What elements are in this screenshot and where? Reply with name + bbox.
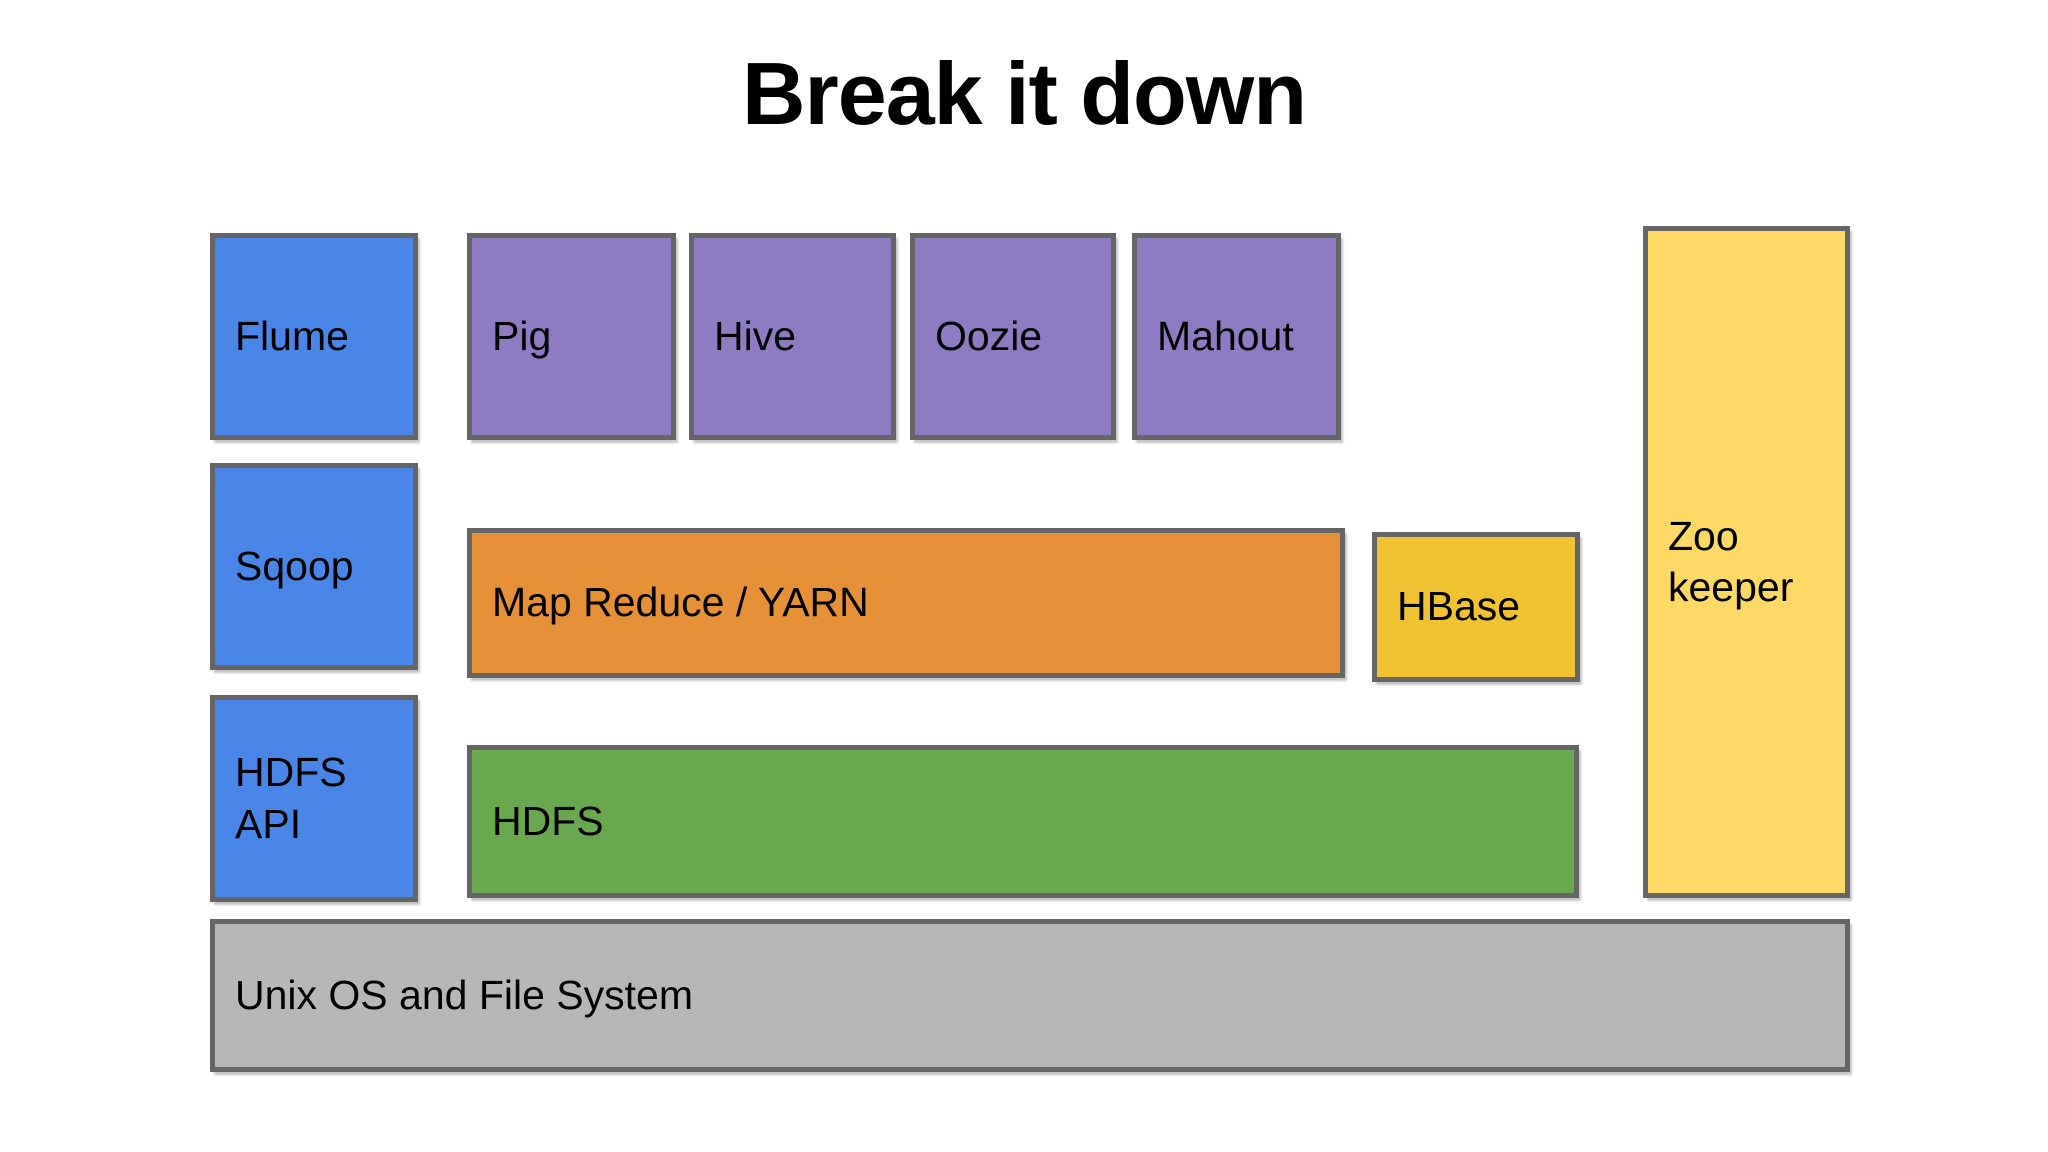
box-pig-label: Pig <box>492 312 552 359</box>
box-flume-label: Flume <box>235 312 349 359</box>
box-hbase-label: HBase <box>1397 583 1521 630</box>
slide-title: Break it down <box>742 44 1307 143</box>
box-zookeeper-line1: Zoo <box>1668 512 1739 559</box>
box-hive-label: Hive <box>714 312 797 359</box>
box-zookeeper: Zoo keeper <box>1643 226 1850 898</box>
box-flume: Flume <box>210 233 418 440</box>
box-sqoop: Sqoop <box>210 463 418 670</box>
box-zookeeper-label: Zoo keeper <box>1648 511 1801 614</box>
box-mahout: Mahout <box>1132 233 1341 440</box>
box-map-reduce-yarn: Map Reduce / YARN <box>467 528 1345 678</box>
box-hbase: HBase <box>1372 532 1580 682</box>
box-mahout-label: Mahout <box>1157 312 1294 359</box>
box-sqoop-label: Sqoop <box>235 542 354 589</box>
box-zookeeper-line2: keeper <box>1668 564 1794 610</box>
box-hdfs: HDFS <box>467 745 1579 898</box>
box-oozie: Oozie <box>910 233 1116 440</box>
box-unix-os-label: Unix OS and File System <box>235 971 693 1018</box>
box-hive: Hive <box>689 233 896 440</box>
box-hdfs-api-line2: API <box>235 800 302 847</box>
box-pig: Pig <box>467 233 676 440</box>
box-oozie-label: Oozie <box>935 312 1043 359</box>
box-unix-os: Unix OS and File System <box>210 919 1850 1072</box>
box-map-reduce-yarn-label: Map Reduce / YARN <box>492 579 869 626</box>
box-hdfs-api-line1: HDFS <box>235 749 347 796</box>
box-hdfs-api-label: HDFS API <box>215 747 355 850</box>
box-hdfs-api: HDFS API <box>210 695 418 902</box>
box-hdfs-label: HDFS <box>492 797 604 844</box>
